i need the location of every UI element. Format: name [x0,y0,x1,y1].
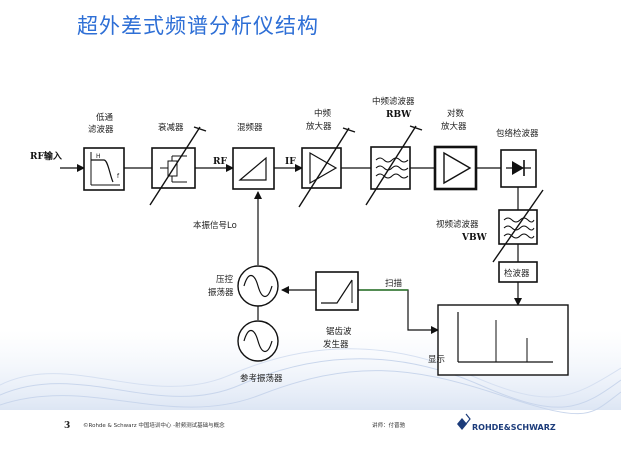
sawtooth-label-2: 发生器 [323,339,349,350]
log-amp-label-2: 放大器 [441,121,467,132]
footer-presenter: 讲师：付晋驰 [372,421,406,429]
lowpass-filter-block: H f [83,147,125,191]
log-amp-label-1: 对数 [447,108,465,119]
envelope-detector-label: 包络检波器 [496,128,539,139]
lo-signal-label: 本振信号Lo [193,220,237,231]
rohde-schwarz-logo: ROHDE&SCHWARZ [457,413,556,432]
rf-label: RF [213,157,227,167]
lowpass-f-label: f [117,173,120,180]
detector-label: 检波器 [504,268,530,279]
mixer-label: 混频器 [237,122,263,133]
lowpass-label-2: 滤波器 [88,124,114,135]
envelope-detector-block [500,149,537,188]
vco-block [237,265,279,307]
slide-footer: 3 ©Rohde & Schwarz 中国培训中心 -射频测试基础与概念 讲师：… [64,413,556,432]
lowpass-label-1: 低通 [96,112,114,123]
rbw-label: RBW [386,110,412,120]
lowpass-h-label: H [96,153,101,160]
vco-label-2: 振荡器 [208,287,234,298]
sawtooth-label-1: 锯齿波 [326,326,352,337]
sawtooth-generator-block [315,271,359,311]
page-title: 超外差式频谱分析仪结构 [77,14,319,38]
if-amp-label-2: 放大器 [306,121,332,132]
video-filter-label: 视频滤波器 [436,219,479,230]
brand-text: ROHDE&SCHWARZ [472,423,556,432]
sweep-label: 扫描 [385,278,403,289]
page-number: 3 [64,421,70,431]
rf-input-label: RF输入 [30,150,62,162]
footer-left-text: ©Rohde & Schwarz 中国培训中心 -射频测试基础与概念 [83,421,225,429]
ref-osc-label: 参考振荡器 [240,373,283,384]
reference-oscillator-block [237,320,279,362]
wire-saw-display [358,289,439,334]
if-amp-label-1: 中频 [314,108,332,119]
mixer-block [232,147,275,190]
attenuator-block [149,126,207,206]
display-screen [437,304,569,376]
log-amplifier-block [433,145,478,191]
if-amplifier-block [298,127,356,208]
video-filter-block [492,189,544,263]
if-filter-block [365,125,423,206]
if-label: IF [285,157,296,167]
if-filter-label: 中频滤波器 [372,96,415,107]
vco-label-1: 压控 [216,274,234,285]
attenuator-label: 衰减器 [158,122,184,133]
display-label: 显示 [428,355,445,365]
detector-block [498,261,538,283]
vbw-label: VBW [461,233,488,243]
